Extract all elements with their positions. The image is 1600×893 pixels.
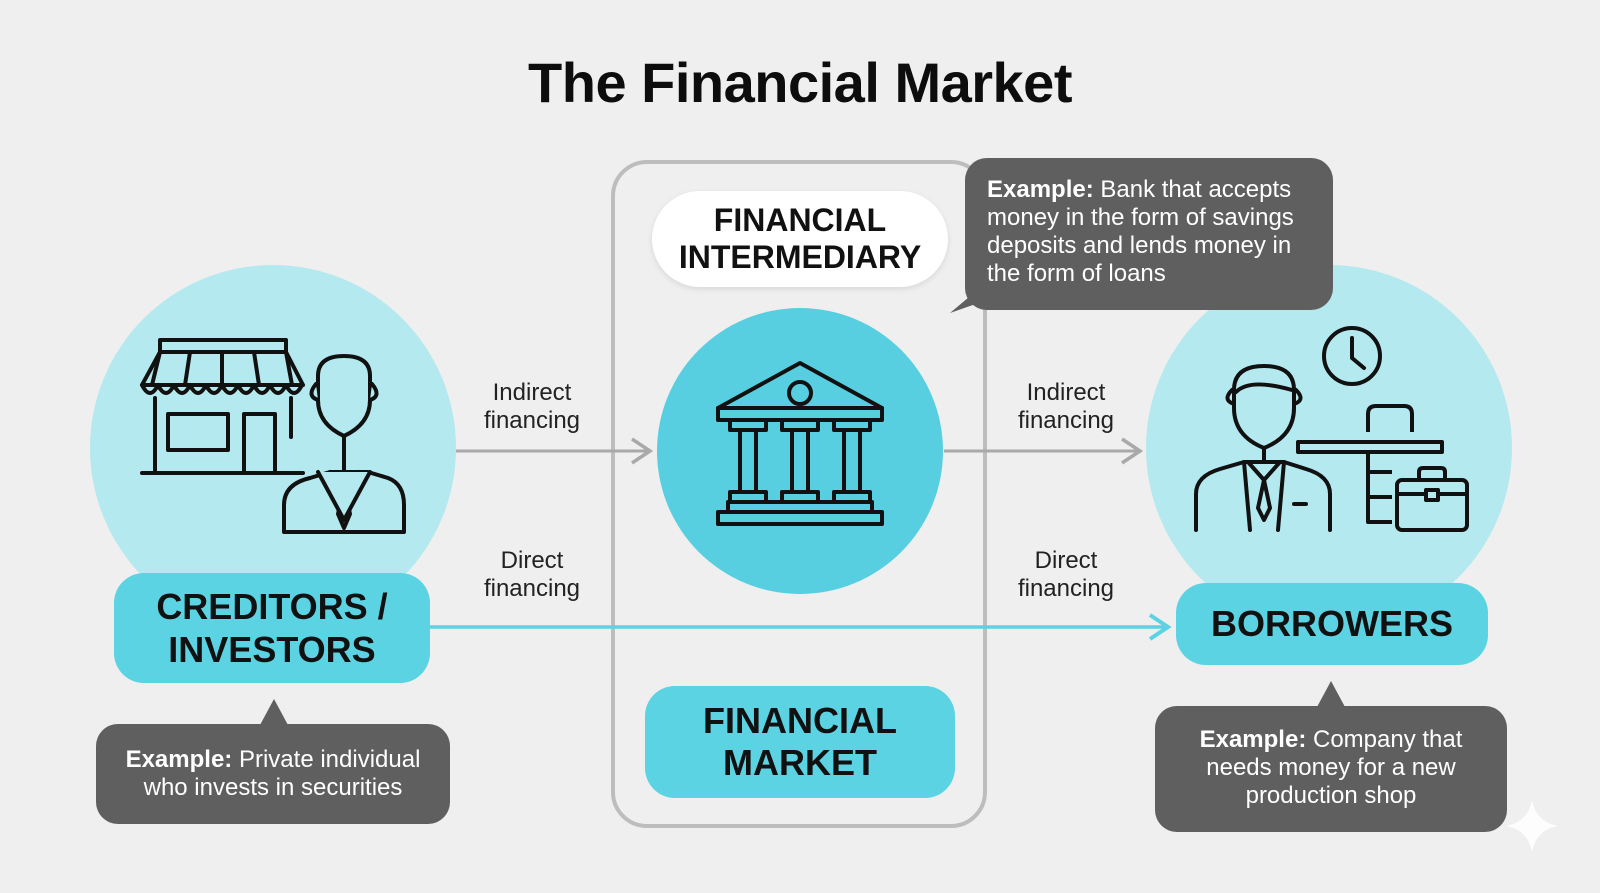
bank-building-icon (716, 361, 884, 526)
creditors-example-text: Private individual who invests in securi… (143, 746, 421, 801)
creditors-example-prefix: Example: (125, 746, 233, 773)
financial-intermediary-label: FINANCIAL INTERMEDIARY (652, 191, 948, 287)
businessman-icon (282, 354, 406, 534)
creditors-investors-label: CREDITORS / INVESTORS (114, 573, 430, 683)
indirect-financing-right-label: Indirect financing (1017, 379, 1115, 434)
sparkle-icon (1506, 800, 1558, 852)
creditors-label-line1: CREDITORS / (156, 586, 388, 627)
creditors-callout-pointer (260, 699, 288, 725)
desk-icon (1296, 404, 1444, 524)
briefcase-icon (1395, 466, 1469, 532)
borrowers-label-text: BORROWERS (1211, 603, 1453, 644)
intermediary-example-callout: Example: Bank that accepts money in the … (965, 158, 1333, 310)
businessman-icon (1194, 364, 1332, 532)
market-label-line2: MARKET (723, 742, 877, 783)
borrowers-circle (1146, 265, 1512, 631)
intermediary-example-text: Bank that accepts money in the form of s… (987, 176, 1294, 287)
direct-arrow (430, 613, 1172, 641)
borrowers-example-prefix: Example: (1199, 726, 1307, 753)
intermediary-circle (657, 308, 943, 594)
borrowers-label: BORROWERS (1176, 583, 1488, 665)
clock-icon (1322, 326, 1382, 386)
borrowers-example-callout: Example: Company that needs money for a … (1155, 706, 1507, 832)
intermediary-label-line2: INTERMEDIARY (678, 239, 922, 275)
direct-financing-right-label: Direct financing (1017, 547, 1115, 602)
direct-financing-left-label: Direct financing (483, 547, 581, 602)
indirect-arrow-left (456, 437, 654, 465)
intermediary-label-line1: FINANCIAL (713, 202, 887, 238)
page-title: The Financial Market (528, 51, 1072, 114)
indirect-arrow-right (944, 437, 1144, 465)
financial-market-label: FINANCIAL MARKET (645, 686, 955, 798)
intermediary-example-prefix: Example: (987, 176, 1094, 203)
indirect-financing-left-label: Indirect financing (483, 379, 581, 434)
shop-icon (140, 338, 305, 475)
market-label-line1: FINANCIAL (703, 700, 897, 741)
borrowers-callout-pointer (1317, 681, 1345, 707)
creditors-label-line2: INVESTORS (168, 629, 376, 670)
borrowers-example-text: Company that needs money for a new produ… (1206, 726, 1463, 809)
creditors-example-callout: Example: Private individual who invests … (96, 724, 450, 824)
